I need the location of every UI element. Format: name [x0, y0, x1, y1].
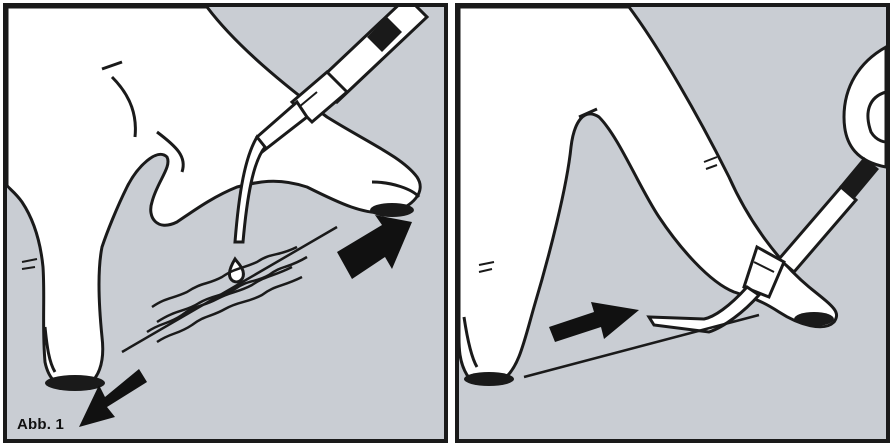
fingertip-shadow — [370, 203, 414, 217]
tool-handle-outline — [844, 47, 886, 167]
direction-arrow-icon — [549, 302, 639, 342]
direction-arrow-icon — [337, 215, 412, 279]
thumb-shadow — [464, 372, 514, 386]
left-illustration — [7, 7, 444, 439]
figure-label: Abb. 1 — [17, 416, 64, 433]
fingertip-shadow — [794, 312, 834, 326]
scratch-marks — [122, 227, 337, 352]
right-hand — [459, 7, 837, 384]
knuckle-mark — [22, 259, 37, 269]
right-illustration-panel — [455, 3, 890, 443]
right-illustration — [459, 7, 886, 439]
left-illustration-panel: Abb. 1 — [3, 3, 448, 443]
thumb-shadow — [45, 375, 105, 391]
